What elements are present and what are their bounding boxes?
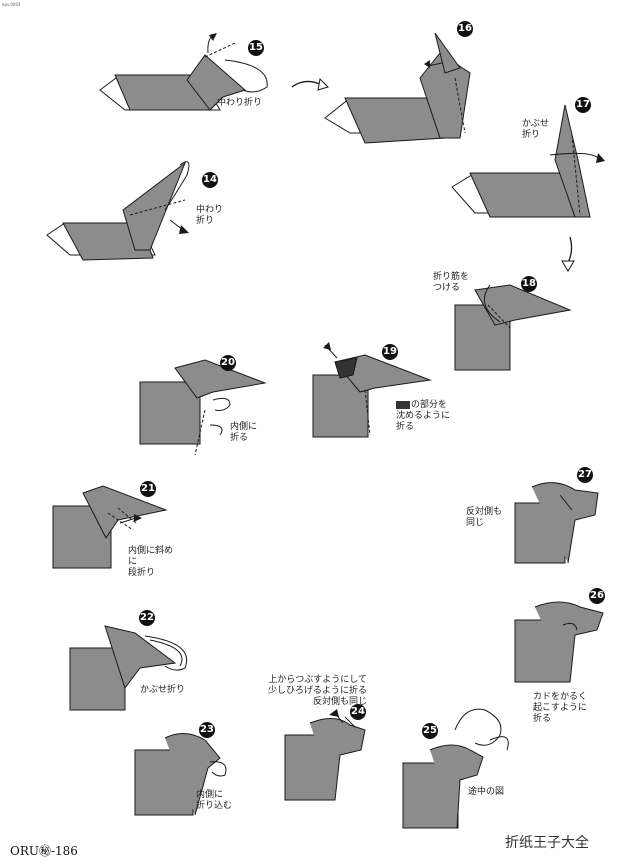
step-25-figure: [395, 705, 525, 830]
step-21: 21 内側に斜めに 段折り: [48, 478, 178, 578]
step-number-badge: 16: [457, 21, 473, 37]
step-17: 17 かぶせ 折り: [450, 95, 635, 225]
step-22: 22 かぶせ折り: [65, 608, 205, 718]
step-note: の部分を 沈めるように 折る: [396, 400, 450, 433]
step-24: 24 上からつぶすようにして 少しひろげるように折る 反対側も同じ: [265, 675, 405, 805]
step-note: かぶせ折り: [140, 685, 185, 696]
step-number-badge: 15: [248, 40, 264, 56]
step-note: 内側に 折り込む: [196, 790, 232, 812]
step-number-badge: 14: [202, 172, 218, 188]
step-19: 19 の部分を 沈めるように 折る: [305, 340, 465, 450]
step-number-badge: 25: [422, 723, 438, 739]
step-note: 反対側も 同じ: [466, 507, 502, 529]
step-number-badge: 26: [589, 588, 605, 604]
step-25: 25 途中の図: [395, 705, 525, 830]
step-15: 15 中わり折り: [95, 35, 295, 125]
step-note: 途中の図: [468, 787, 504, 798]
step-number-badge: 18: [521, 276, 537, 292]
step-note: 内側に 折る: [230, 422, 257, 444]
step-number-badge: 27: [577, 467, 593, 483]
step-14: 14 中わり 折り: [45, 155, 235, 265]
step-note: 中わり 折り: [196, 205, 223, 227]
step-26-figure: [505, 585, 635, 695]
step-note: 内側に斜めに 段折り: [128, 546, 178, 579]
step-number-badge: 22: [139, 610, 155, 626]
corner-mark: eps.0004: [2, 2, 21, 7]
step-number-badge: 23: [199, 722, 215, 738]
step-number-badge: 21: [140, 481, 156, 497]
step-27: 27 反対側も 同じ: [460, 465, 610, 565]
step-22-figure: [65, 608, 205, 718]
step-23-figure: [130, 720, 270, 830]
flow-arrow-icon: [560, 235, 580, 275]
step-26: 26 カドをかるく 起こすように 折る: [505, 585, 635, 695]
step-23: 23 内側に 折り込む: [130, 720, 270, 830]
step-note: カドをかるく 起こすように 折る: [533, 692, 587, 725]
page-footer-label: ORU㊙-186: [10, 842, 78, 859]
step-note: かぶせ 折り: [522, 119, 549, 141]
step-number-badge: 19: [382, 344, 398, 360]
step-20: 20 内側に 折る: [135, 350, 275, 460]
step-number-badge: 17: [575, 97, 591, 113]
step-number-badge: 20: [220, 355, 236, 371]
step-15-figure: [95, 35, 295, 125]
step-note: 中わり折り: [217, 98, 262, 109]
step-17-figure: [450, 95, 635, 225]
watermark-label: 折纸王子大全: [505, 832, 589, 852]
step-note: 上からつぶすようにして 少しひろげるように折る 反対側も同じ: [267, 675, 367, 708]
step-note: 折り筋を つける: [433, 272, 469, 294]
